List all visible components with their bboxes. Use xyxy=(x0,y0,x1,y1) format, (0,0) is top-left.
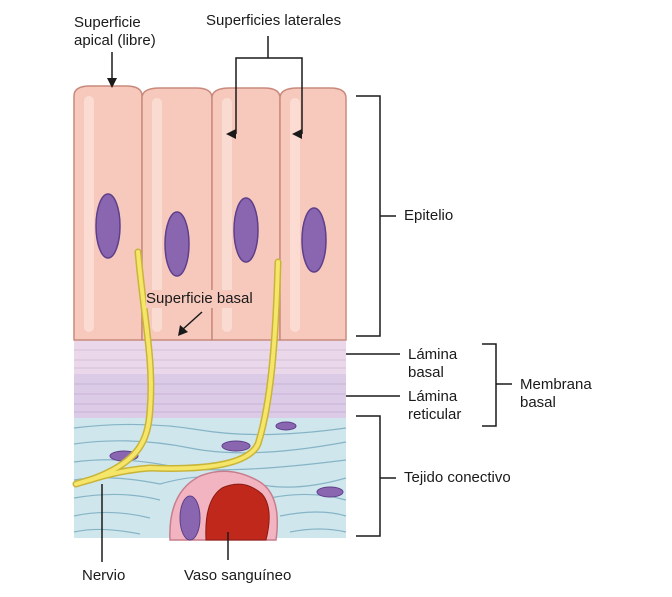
apical-surface-label: Superficie apical (libre) xyxy=(74,14,156,49)
epithelium-label: Epitelio xyxy=(404,207,454,224)
reticular-lamina xyxy=(74,374,346,418)
blood-vessel xyxy=(169,470,279,541)
brackets xyxy=(346,95,512,537)
pointer-arrows xyxy=(101,36,303,562)
reticular-lamina-label: Lámina reticular xyxy=(408,388,462,423)
lateral-surfaces-label: Superficies laterales xyxy=(206,12,342,29)
nucleus xyxy=(233,197,259,263)
cell-nuclei xyxy=(95,193,327,277)
nucleus xyxy=(95,193,121,259)
fibroblast-nucleus xyxy=(316,486,344,498)
connective-tissue-label: Tejido conectivo xyxy=(404,469,511,486)
fibroblast-nucleus xyxy=(275,421,297,431)
blood-vessel-label: Vaso sanguíneo xyxy=(184,567,292,584)
basal-lamina-label: Lámina basal xyxy=(408,346,458,381)
basal-surface-label: Superficie basal xyxy=(146,290,253,308)
basal-lamina xyxy=(74,340,346,374)
nucleus xyxy=(164,211,190,277)
nerve-label: Nervio xyxy=(82,567,126,584)
basement-membrane-label: Membrana basal xyxy=(520,376,592,411)
nucleus xyxy=(301,207,327,273)
nerve-fibers xyxy=(72,248,282,488)
fibroblast-nucleus xyxy=(221,440,251,452)
